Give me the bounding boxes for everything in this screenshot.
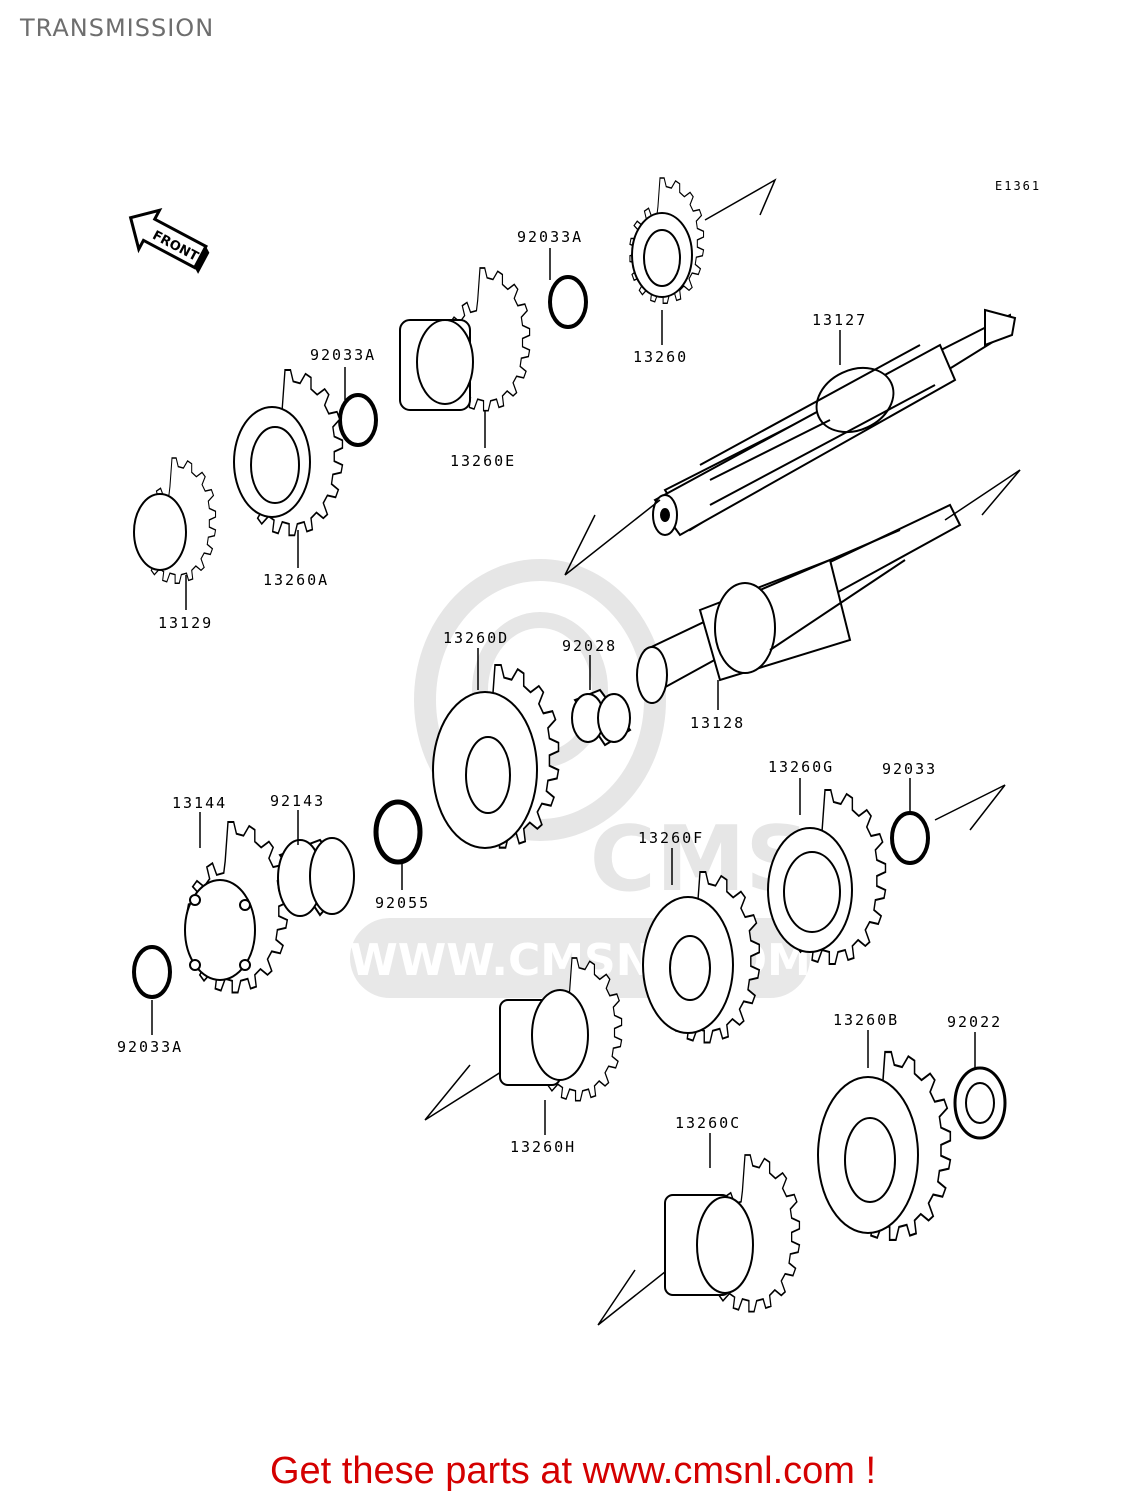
circlip-92033A-top <box>548 275 588 329</box>
counter-shaft-13128 <box>636 503 962 704</box>
part-label: 13260F <box>638 829 704 847</box>
part-label: 92022 <box>947 1013 1002 1031</box>
diagram-code: E1361 <box>995 179 1041 193</box>
front-arrow-icon: FRONT <box>128 208 210 274</box>
gear-13260G <box>767 789 887 965</box>
part-label: 13144 <box>172 794 227 812</box>
part-label: 13127 <box>812 311 867 329</box>
part-label: 13260H <box>510 1138 576 1156</box>
part-label: 13260B <box>833 1011 899 1029</box>
page-title: TRANSMISSION <box>20 14 215 42</box>
main-shaft-13127 <box>652 308 1017 537</box>
part-label: 92033 <box>882 760 937 778</box>
circlip-92033A-mid <box>338 393 378 447</box>
axis-lines <box>424 178 1021 1326</box>
footer-link[interactable]: Get these parts at www.cmsnl.com ! <box>269 1450 877 1492</box>
part-label: 13260C <box>675 1114 741 1132</box>
gear-13260F <box>642 871 761 1044</box>
gear-13260A <box>233 369 344 537</box>
circlip-92033A-bottom <box>132 945 172 999</box>
gear-13260 <box>629 177 705 304</box>
part-label: 13260E <box>450 452 516 470</box>
gear-13260E <box>399 267 531 412</box>
part-label: 92028 <box>562 637 617 655</box>
part-label: 92055 <box>375 894 430 912</box>
part-label: 92143 <box>270 792 325 810</box>
part-label: 13260G <box>768 758 834 776</box>
bushing-92143 <box>277 837 355 917</box>
part-label: 13260A <box>263 571 329 589</box>
part-label: 13260 <box>633 348 688 366</box>
part-label: 92033A <box>117 1038 183 1056</box>
o-ring-92055 <box>373 799 423 865</box>
gear-13260B <box>817 1050 952 1242</box>
circlip-92033 <box>890 811 930 865</box>
part-label: 13128 <box>690 714 745 732</box>
part-label: 13260D <box>443 629 509 647</box>
sprocket-13144 <box>184 821 289 994</box>
part-label: 92033A <box>310 346 376 364</box>
gear-13260D <box>432 663 560 849</box>
part-labels: 92033A 13260 92033A 13260E 13127 13129 1… <box>117 228 1002 1156</box>
part-label: 92033A <box>517 228 583 246</box>
gear-13260H <box>499 957 623 1102</box>
leader-lines <box>151 248 976 1168</box>
gear-13260C <box>664 1154 801 1313</box>
washer-92022 <box>953 1066 1007 1140</box>
bushing-92028 <box>571 688 632 747</box>
part-label: 13129 <box>158 614 213 632</box>
exploded-parts-diagram: WWW.CMSNL.COM CMS E1361 FRONT <box>117 177 1041 1326</box>
gear-13129 <box>133 457 217 584</box>
